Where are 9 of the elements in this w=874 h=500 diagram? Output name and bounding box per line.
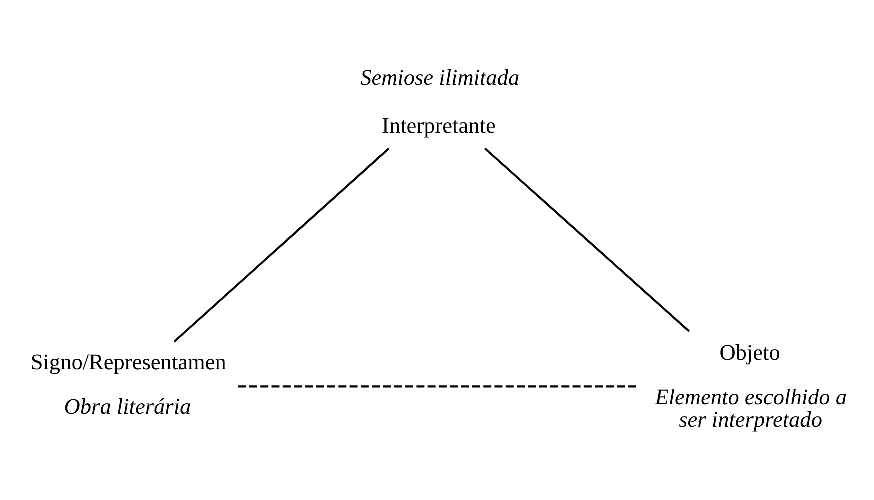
connector	[174, 147, 390, 342]
connector	[484, 147, 690, 332]
node-text: Signo/Representamen	[30, 348, 226, 374]
node-label: Semiose ilimitada	[360, 64, 520, 90]
node-text: Objeto	[720, 339, 780, 364]
node-label: Obra literária	[64, 394, 192, 419]
node-text: Interpretante	[382, 112, 496, 138]
connector	[238, 385, 639, 388]
node-label: Elemento escolhido a ser interpretado	[655, 384, 848, 432]
